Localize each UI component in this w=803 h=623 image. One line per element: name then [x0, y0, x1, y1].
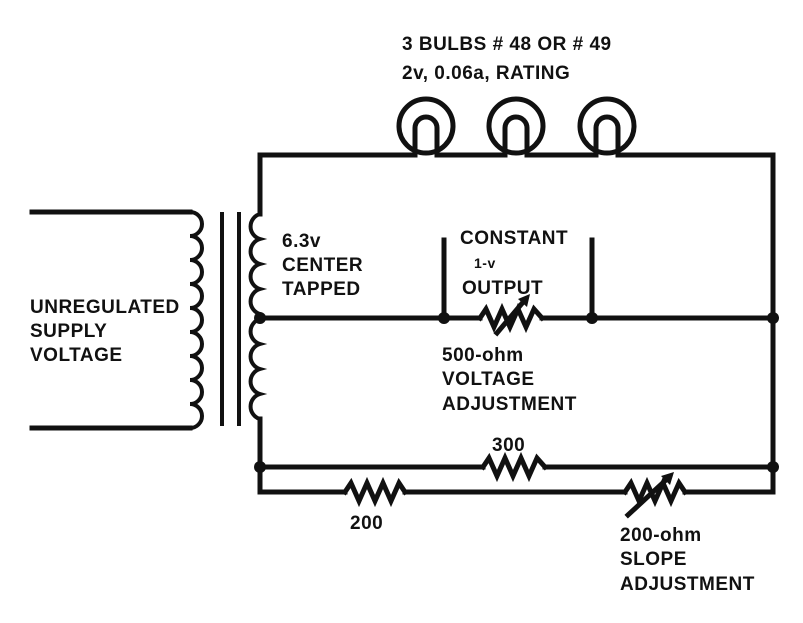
junction-output-left [438, 312, 450, 324]
pot-500-label-line-2: VOLTAGE [442, 369, 535, 390]
bulb-2-icon [486, 96, 546, 158]
supply-label-line-1: UNREGULATED [30, 297, 180, 318]
pot-200-label-line-1: 200-ohm [620, 525, 702, 546]
secondary-label-line-1: 6.3v [282, 231, 321, 252]
bulb-1-icon [396, 96, 456, 158]
left-rail-bottom [257, 416, 348, 495]
junction-output-right [586, 312, 598, 324]
pot-500-label-line-1: 500-ohm [442, 345, 524, 366]
output-label-line-1: CONSTANT [460, 228, 568, 249]
resistor-200 [341, 476, 409, 508]
secondary-label-line-3: TAPPED [282, 279, 361, 300]
bulbs-label-line-2: 2v, 0.06a, RATING [402, 63, 570, 84]
secondary-coil-lower [248, 317, 268, 421]
pot-200-label-line-2: SLOPE [620, 549, 687, 570]
supply-label-line-3: VOLTAGE [30, 345, 123, 366]
secondary-label-line-2: CENTER [282, 255, 363, 276]
bulbs-label-line-1: 3 BULBS # 48 OR # 49 [402, 34, 612, 55]
junction-center-right [767, 312, 779, 324]
junction-300-left [254, 461, 266, 473]
pot-500-label-line-3: ADJUSTMENT [442, 394, 577, 415]
resistor-300-label: 300 [492, 435, 525, 456]
bulb-3-icon [577, 96, 637, 158]
secondary-coil-upper [248, 212, 268, 316]
output-label-line-2: 1-v [474, 255, 496, 271]
junction-300-right [767, 461, 779, 473]
pot-200-resistor [621, 476, 689, 508]
junction-center-left [254, 312, 266, 324]
supply-label-line-2: SUPPLY [30, 321, 107, 342]
pot-200-label-line-3: ADJUSTMENT [620, 574, 755, 595]
resistor-200-label: 200 [350, 513, 383, 534]
resistor-300 [479, 451, 549, 483]
pot-500-arrow-icon [493, 294, 530, 337]
primary-coil [188, 210, 204, 430]
pot-200-arrow-icon [624, 472, 674, 519]
pot-500-resistor [476, 302, 546, 334]
top-rail-segment-4 [615, 152, 776, 495]
output-label-line-3: OUTPUT [462, 278, 543, 299]
